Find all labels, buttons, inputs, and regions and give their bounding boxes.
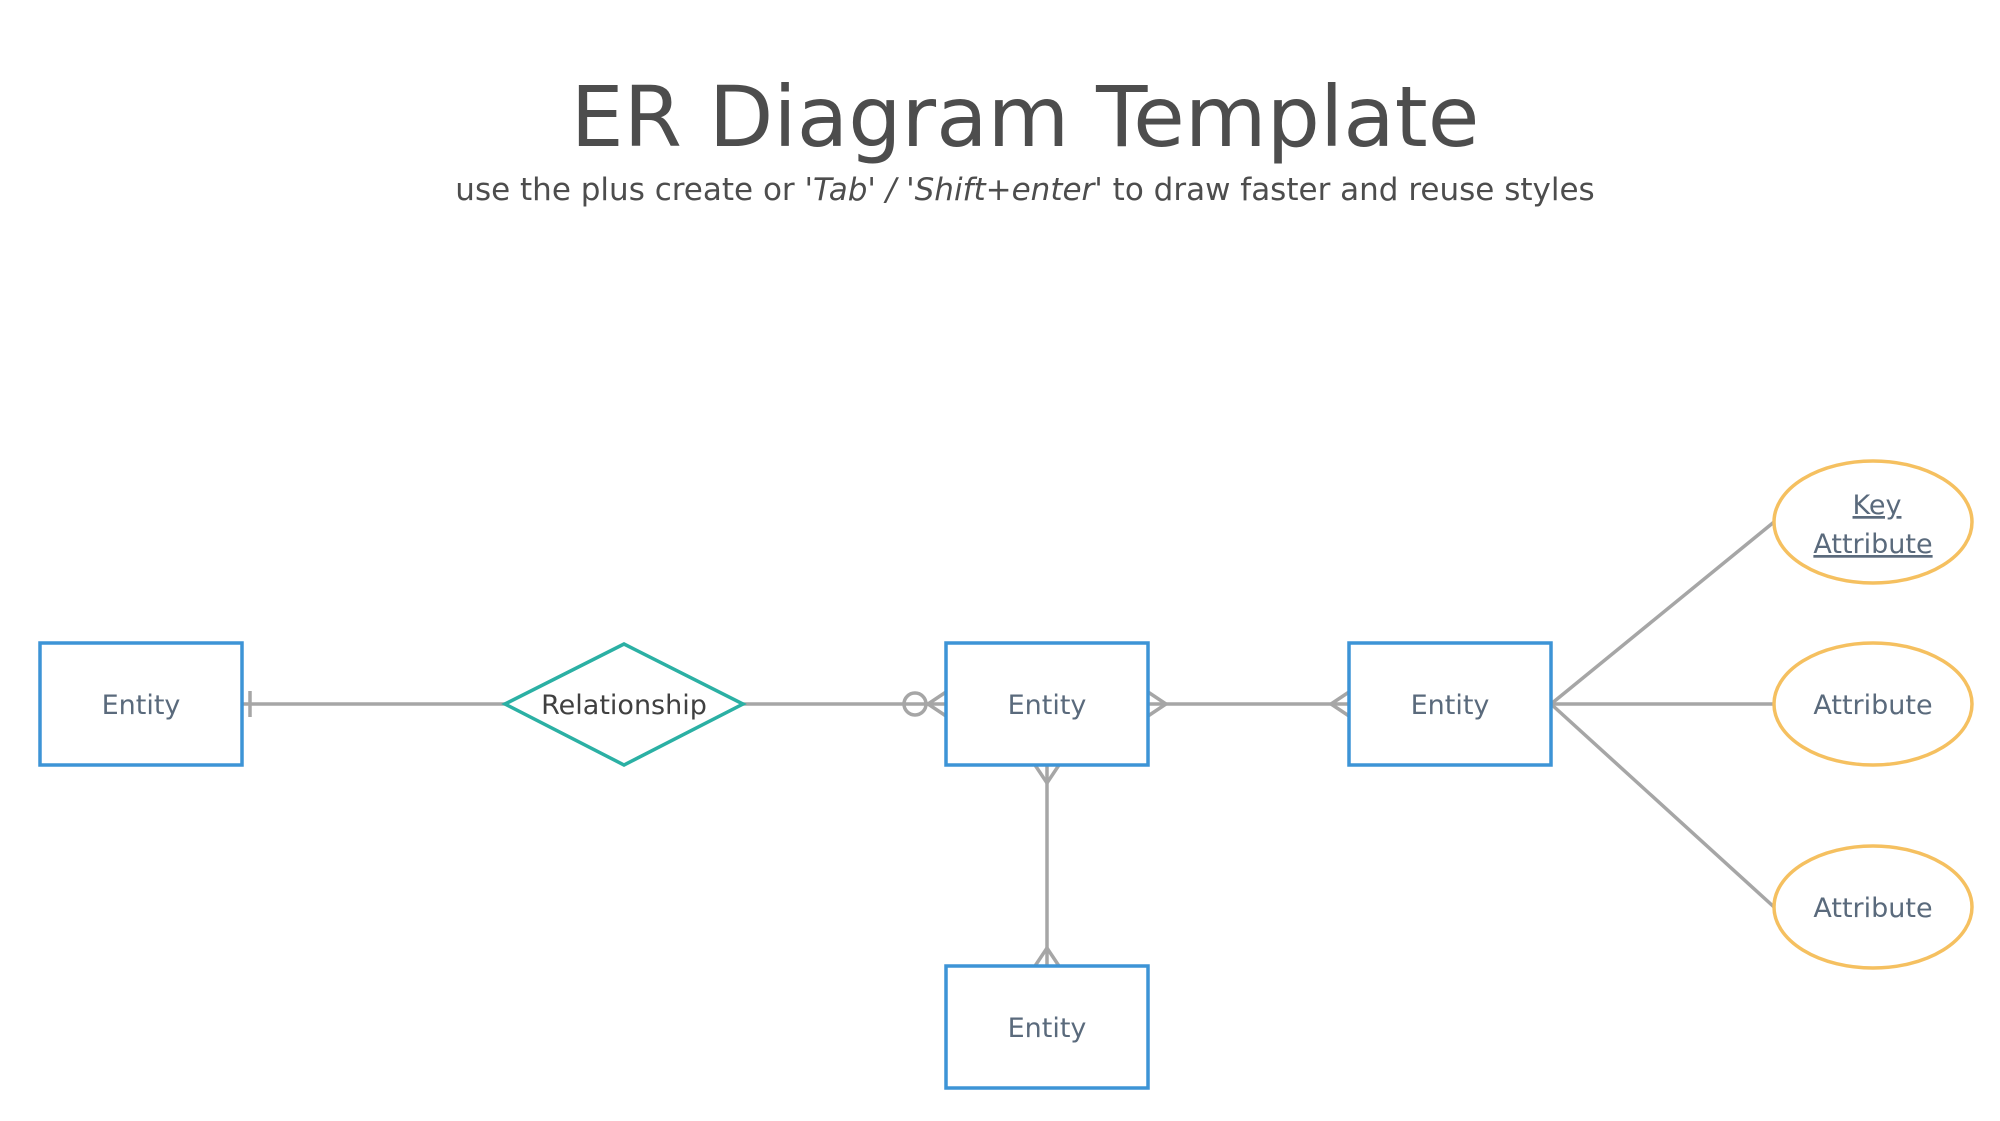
connector-entity-right-attribute-bottom[interactable] xyxy=(1549,702,1776,909)
key-attribute-ellipse xyxy=(1772,459,1974,585)
attribute-mid[interactable]: Attribute xyxy=(1772,641,1974,767)
attribute-bottom[interactable]: Attribute xyxy=(1772,844,1974,970)
key-attribute[interactable]: Key Attribute xyxy=(1772,459,1974,585)
connectors xyxy=(242,520,1776,966)
entity-box xyxy=(38,641,244,767)
many-marker-entity-center-right xyxy=(1147,690,1170,718)
entity-box xyxy=(944,964,1150,1090)
page-subtitle: use the plus create or 'Tab' / 'Shift+en… xyxy=(0,168,2000,212)
relationship-diamond xyxy=(501,642,747,767)
many-marker-entity-right xyxy=(1327,690,1350,718)
subtitle-tab-key: 'Tab' xyxy=(804,172,876,208)
cardinality-markers xyxy=(248,690,1350,967)
subtitle-text-end: ' to draw faster and reuse styles xyxy=(1094,172,1595,208)
entity-label: Entity xyxy=(1008,690,1087,721)
entity-left[interactable]: Entity xyxy=(38,641,244,767)
relationship-label: Relationship xyxy=(541,690,707,721)
key-attribute-label-line1: Key xyxy=(1853,490,1902,521)
subtitle-separator: / xyxy=(875,172,907,208)
subtitle-text-start: use the plus create or xyxy=(455,172,805,208)
entity-center[interactable]: Entity xyxy=(944,641,1150,767)
entity-label: Entity xyxy=(1008,1013,1087,1044)
entity-label: Entity xyxy=(1411,690,1490,721)
attribute-label: Attribute xyxy=(1813,690,1932,721)
entity-bottom[interactable]: Entity xyxy=(944,964,1150,1090)
many-marker-entity-center-bottom xyxy=(1033,764,1061,787)
connector-entity-right-key-attribute[interactable] xyxy=(1549,520,1776,706)
subtitle-shift-enter-key: 'Shift+enter xyxy=(906,172,1095,208)
many-marker-entity-bottom xyxy=(1033,944,1061,967)
attribute-label: Attribute xyxy=(1813,893,1932,924)
entity-right[interactable]: Entity xyxy=(1347,641,1553,767)
entity-box xyxy=(1347,641,1553,767)
attribute-ellipse xyxy=(1772,641,1974,767)
attribute-ellipse xyxy=(1772,844,1974,970)
entity-label: Entity xyxy=(102,690,181,721)
page-title: ER Diagram Template xyxy=(570,68,1480,166)
relationship[interactable]: Relationship xyxy=(501,642,747,767)
entity-box xyxy=(944,641,1150,767)
many-marker-entity-center-left xyxy=(924,690,947,718)
key-attribute-label-line2: Attribute xyxy=(1813,529,1932,560)
